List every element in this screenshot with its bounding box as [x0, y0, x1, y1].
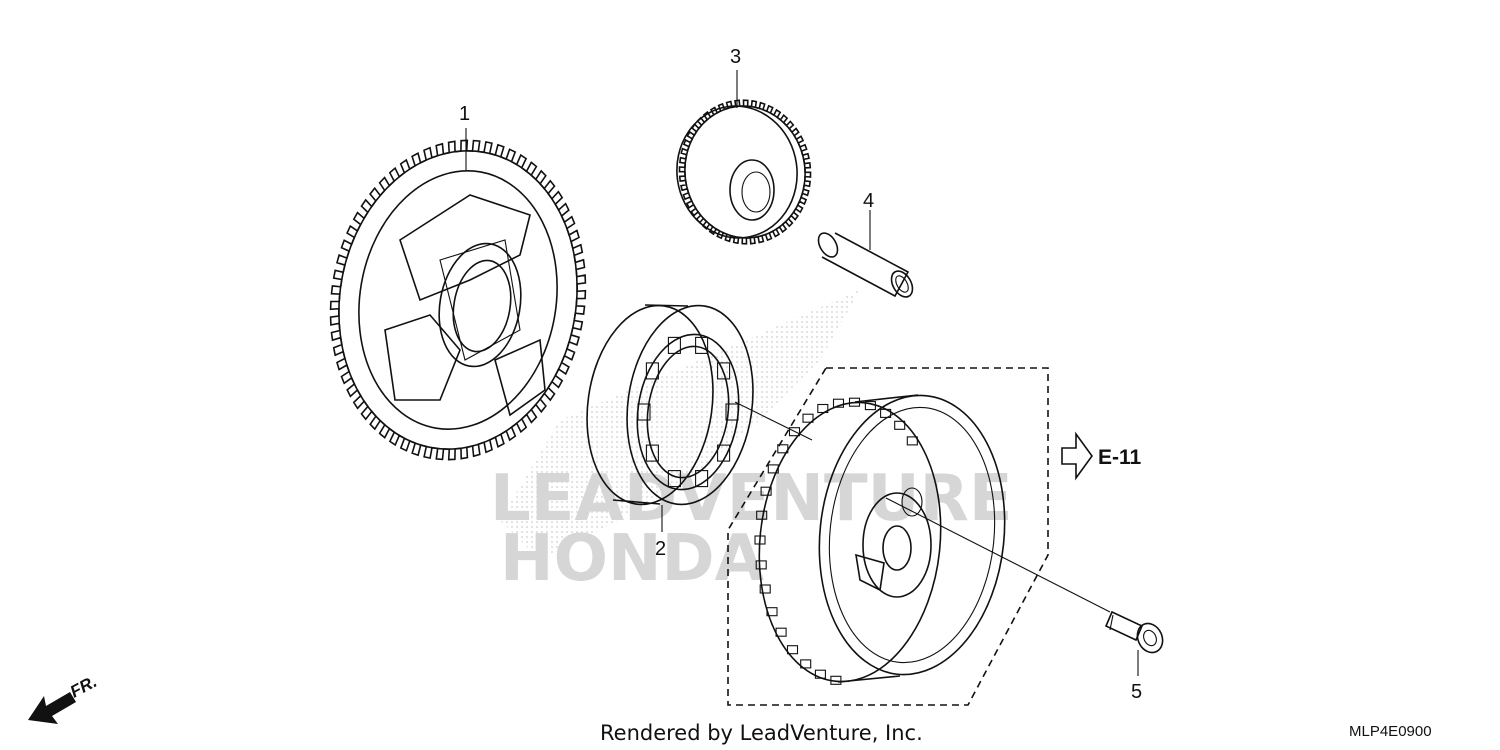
- flywheel: [754, 394, 1006, 685]
- flywheel-dog: [817, 403, 829, 414]
- flywheel-dog: [760, 486, 772, 496]
- flywheel-dog: [802, 413, 814, 423]
- watermark-text-1: LEADVENTURE: [490, 462, 1013, 536]
- watermark-wing-logo: [500, 290, 860, 560]
- clutch-roller: [695, 470, 709, 488]
- callout-3: 3: [730, 46, 741, 68]
- footer-credit: Rendered by LeadVenture, Inc.: [600, 721, 923, 745]
- clutch-roller: [667, 336, 681, 354]
- flywheel-dog: [766, 607, 778, 617]
- callout-5: 5: [1131, 681, 1142, 703]
- gear-teeth: [329, 139, 587, 461]
- flywheel-dog: [775, 627, 787, 637]
- clutch-roller: [695, 336, 709, 354]
- clutch-roller: [717, 444, 731, 462]
- callout-4: 4: [863, 190, 874, 212]
- flywheel-dog: [767, 464, 779, 474]
- flywheel-dog: [830, 675, 842, 685]
- watermark: LEADVENTURE HONDA: [490, 290, 1013, 596]
- flywheel-dog: [754, 535, 766, 545]
- diagram-code: MLP4E0900: [1349, 723, 1432, 740]
- part-5-bolt: [1104, 610, 1164, 654]
- flywheel-dog: [759, 584, 771, 594]
- callout-2: 2: [655, 538, 666, 560]
- part-1-large-gear: [329, 139, 587, 461]
- flywheel-dog: [848, 397, 861, 407]
- flywheel-dog: [800, 659, 812, 669]
- flywheel-dog: [864, 401, 876, 411]
- clutch-roller: [717, 362, 731, 380]
- flywheel-dog: [880, 408, 892, 418]
- clutch-roller: [645, 444, 659, 462]
- leader-lines: [465, 70, 1139, 676]
- flywheel-dog: [756, 510, 768, 520]
- flywheel-dog: [755, 560, 767, 570]
- flywheel-dog: [894, 420, 906, 430]
- reference-e11[interactable]: E-11: [1061, 431, 1142, 481]
- flywheel-dog: [788, 427, 801, 437]
- flywheel-dog: [832, 398, 845, 408]
- flywheel-dog: [906, 436, 918, 446]
- reference-label[interactable]: E-11: [1098, 446, 1142, 469]
- callout-1: 1: [459, 103, 470, 125]
- clutch-roller: [725, 403, 739, 421]
- part-3-idle-gear: [676, 99, 812, 245]
- flywheel-dog: [814, 669, 826, 679]
- assembly-outline: [727, 367, 1049, 706]
- reference-arrow-icon: [1061, 431, 1093, 481]
- leader-clutch-to-flywheel: [734, 401, 813, 441]
- clutch-roller: [645, 362, 659, 380]
- part-4-shaft-pin: [817, 232, 914, 298]
- part-2-starter-clutch: [586, 304, 754, 506]
- clutch-roller: [667, 470, 681, 488]
- front-marker: FR.: [28, 672, 100, 724]
- flywheel-dog: [786, 645, 799, 655]
- flywheel-dog: [777, 444, 789, 454]
- leader-bolt-axis: [885, 497, 1111, 613]
- clutch-roller: [637, 403, 651, 421]
- watermark-text-2: HONDA: [500, 522, 765, 596]
- front-arrow-icon: [28, 692, 76, 724]
